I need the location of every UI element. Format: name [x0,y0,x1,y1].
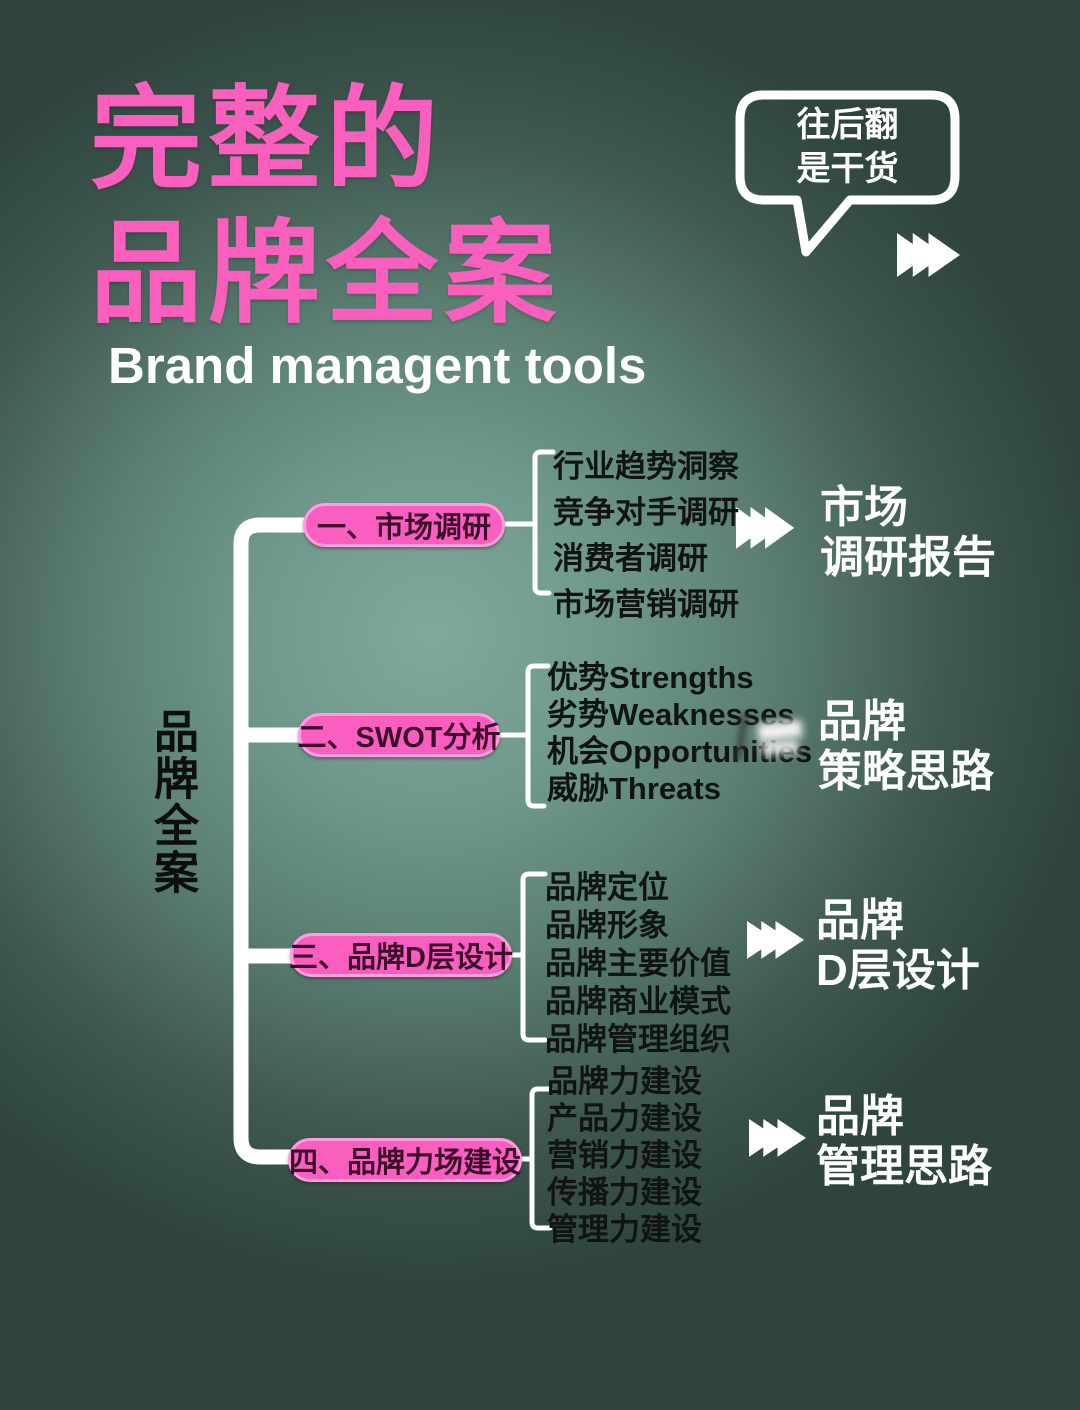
bracket-row-4 [519,1086,553,1231]
result-line: 市场 [820,483,908,532]
list-item: 品牌力建设 [547,1064,702,1099]
list-item: 管理力建设 [547,1212,702,1247]
speech-bubble-line2: 是干货 [796,150,899,188]
list-item: 品牌定位 [545,870,669,905]
bracket-row-1 [502,449,556,596]
list-item: 品牌主要价值 [545,946,731,981]
list-item: 营销力建设 [547,1138,702,1173]
list-item: 行业趋势洞察 [553,449,739,484]
fast-forward-icon [749,1119,806,1157]
root-label: 品牌全案 [147,708,198,896]
result-row-1: 市场 调研报告 [820,483,996,583]
list-item: 优势Strengths [547,660,754,695]
result-line: 管理思路 [816,1142,992,1191]
node-brand-power-building: 四、品牌力场建设 [288,1138,522,1182]
list-item: 消费者调研 [553,541,708,576]
main-title-line1: 完整的 [90,77,444,202]
result-line: 调研报告 [820,533,996,582]
result-line: 品牌 [818,697,906,746]
list-item: 产品力建设 [547,1101,702,1136]
result-line: 品牌 [816,896,904,945]
list-item: 市场营销调研 [553,587,739,622]
list-item: 竞争对手调研 [553,495,739,530]
bracket-row-2 [497,663,551,809]
list-item: 传播力建设 [547,1175,702,1210]
main-title-line2: 品牌全案 [90,211,562,336]
node-market-research: 一、市场调研 [303,503,505,547]
list-item: 品牌管理组织 [545,1022,731,1057]
subtitle: Brand managent tools [108,337,647,394]
speech-bubble-line1: 往后翻 [796,106,899,144]
list-item: 品牌商业模式 [545,984,731,1019]
result-row-4: 品牌 管理思路 [816,1092,992,1192]
mindmap-trunk [233,517,311,1165]
list-item: 品牌形象 [545,908,669,943]
fast-forward-icon [747,921,804,959]
result-line: D层设计 [816,946,980,995]
result-row-2: 品牌 策略思路 [818,697,994,797]
fast-forward-icon [897,233,960,277]
list-item: 劣势Weaknesses [547,697,795,732]
result-line: 策略思路 [818,747,994,796]
item-list-row-4: 品牌力建设 产品力建设 营销力建设 传播力建设 管理力建设 [547,1065,702,1246]
item-list-row-2: 优势Strengths 劣势Weaknesses 机会Opportunities… [547,661,812,805]
node-brand-d-design: 三、品牌D层设计 [289,933,513,977]
speech-bubble-icon [735,90,960,257]
result-row-3: 品牌 D层设计 [816,896,980,996]
node-swot-analysis: 二、SWOT分析 [298,713,501,757]
bracket-row-3 [509,871,548,1043]
list-item: 机会Opportunities [547,734,813,769]
list-item: 威胁Threats [547,771,721,806]
fast-forward-icon [736,507,795,549]
item-list-row-3: 品牌定位 品牌形象 品牌主要价值 品牌商业模式 品牌管理组织 [545,871,731,1056]
result-line: 品牌 [816,1092,904,1141]
item-list-row-1: 行业趋势洞察 竞争对手调研 消费者调研 市场营销调研 [553,450,739,621]
